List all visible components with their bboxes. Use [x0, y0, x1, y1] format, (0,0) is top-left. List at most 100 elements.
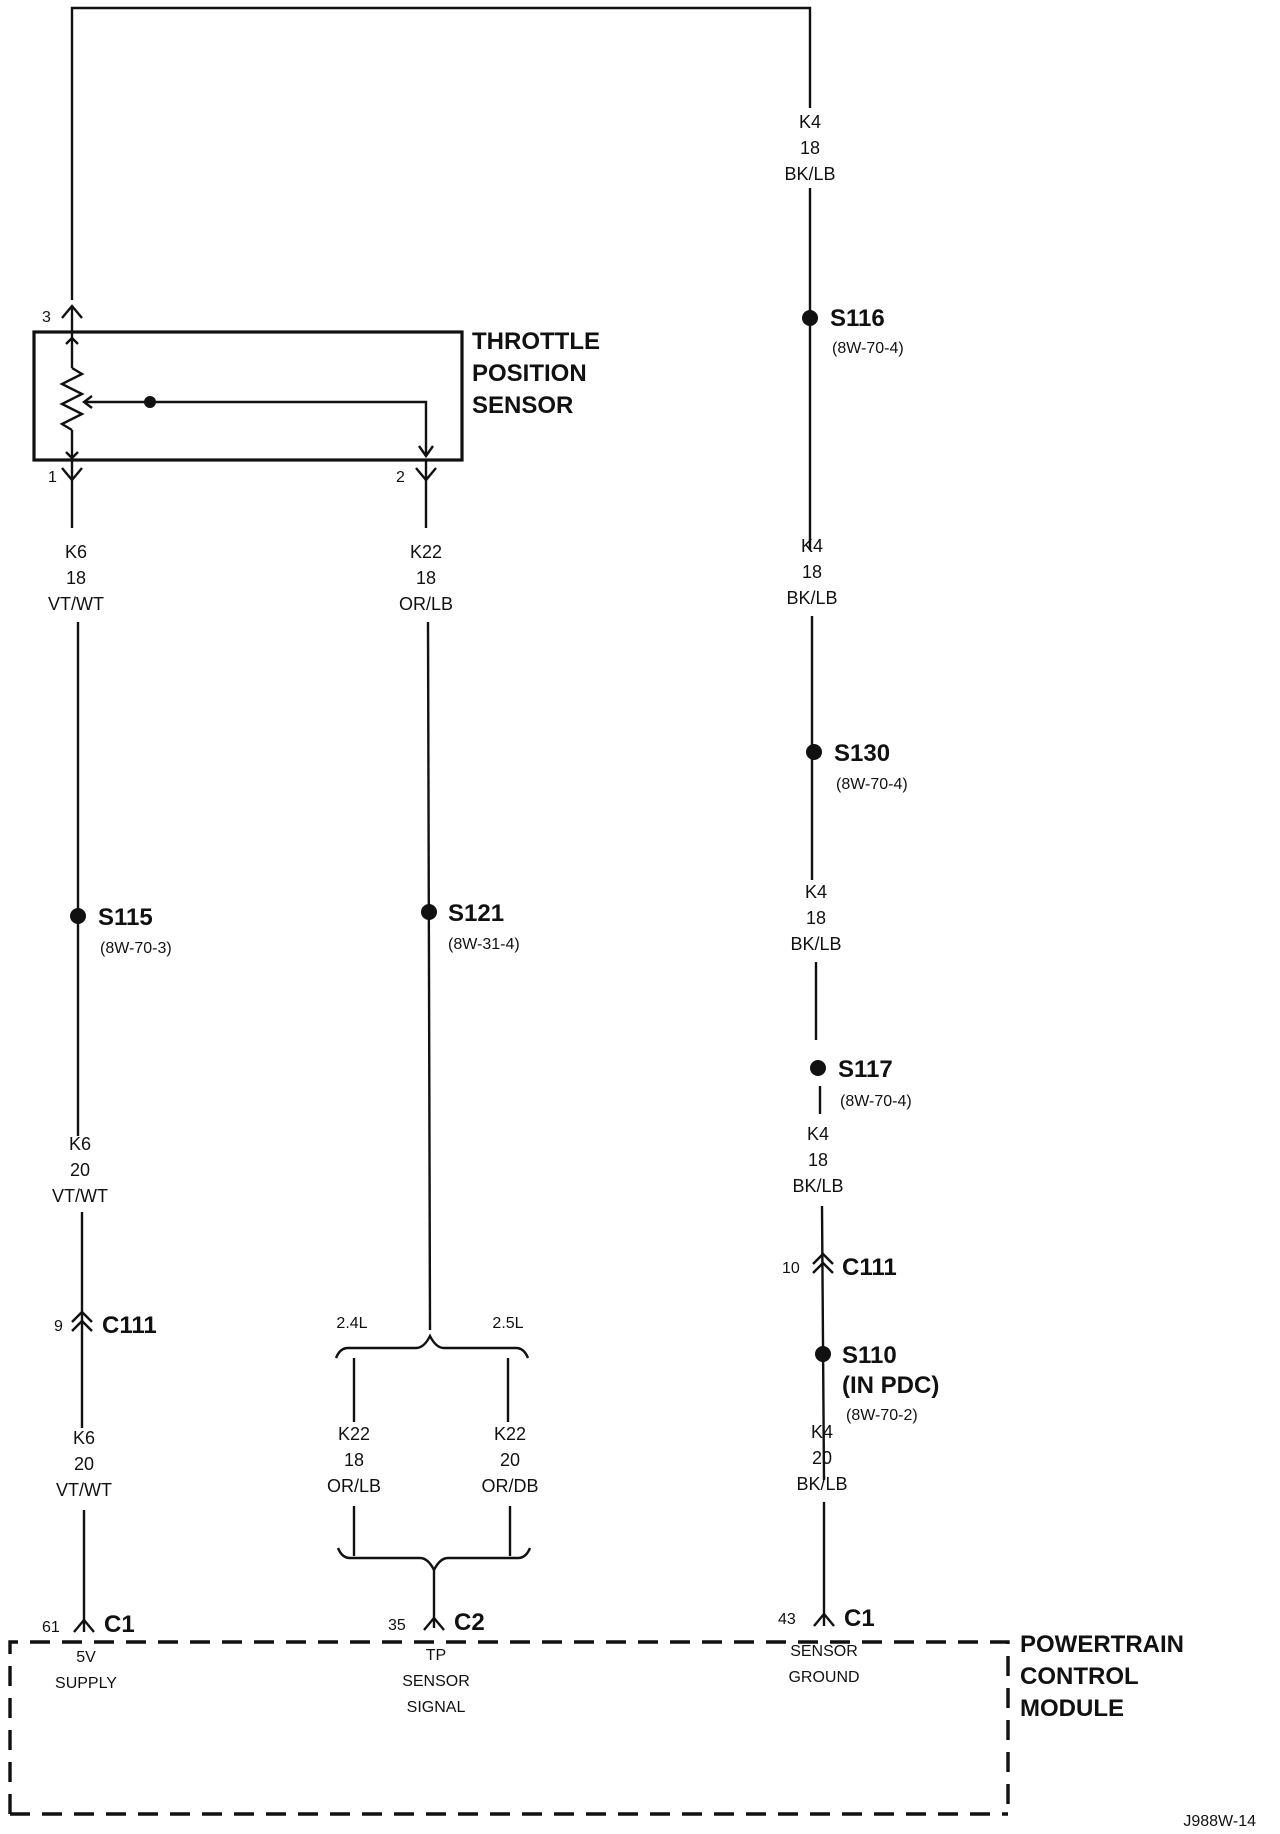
svg-text:18: 18: [66, 568, 86, 588]
svg-text:18: 18: [344, 1450, 364, 1470]
splice-s117-icon: [810, 1060, 826, 1076]
tps-pin-2-label: 2: [396, 469, 405, 486]
splice-s110-icon: [815, 1346, 831, 1362]
c111-right-label: C111: [842, 1254, 897, 1281]
splice-s130-icon: [806, 744, 822, 760]
splice-s116-label: S116: [830, 305, 885, 332]
tps-pin-1-label: 1: [48, 469, 57, 486]
splice-s130-ref: (8W-70-4): [836, 776, 908, 793]
svg-text:K22: K22: [338, 1424, 370, 1444]
pcm-c2-label: C2: [454, 1609, 485, 1636]
pcm-sensor-label: SENSOR: [402, 1673, 470, 1690]
middle-wire-1-label: K22 18 OR/LB: [399, 542, 453, 614]
throttle-position-sensor-box: [32, 330, 464, 462]
c111-right-pin-label: 10: [782, 1260, 800, 1277]
svg-text:18: 18: [802, 562, 822, 582]
svg-text:K4: K4: [807, 1124, 829, 1144]
svg-text:18: 18: [808, 1150, 828, 1170]
pcm-pin-35-label: 35: [388, 1617, 406, 1634]
svg-text:18: 18: [806, 908, 826, 928]
svg-text:MODULE: MODULE: [1020, 1695, 1124, 1722]
powertrain-control-module-title: POWERTRAIN CONTROL MODULE: [1020, 1631, 1184, 1722]
c111-left-pin-label: 9: [54, 1318, 63, 1335]
svg-text:POSITION: POSITION: [472, 360, 587, 387]
pcm-pin-35-connector-icon: [423, 1616, 445, 1631]
potentiometer-icon: [59, 332, 434, 460]
splice-s115-icon: [70, 908, 86, 924]
splice-s121-icon: [421, 904, 437, 920]
svg-text:BK/LB: BK/LB: [792, 1176, 843, 1196]
splice-s121-ref: (8W-31-4): [448, 936, 520, 953]
splice-s115-ref: (8W-70-3): [100, 940, 172, 957]
c111-left-connector-icon: [71, 1310, 93, 1332]
svg-text:VT/WT: VT/WT: [56, 1480, 112, 1500]
svg-text:K4: K4: [811, 1422, 833, 1442]
splice-s117-ref: (8W-70-4): [840, 1093, 912, 1110]
splice-s130-label: S130: [834, 740, 890, 767]
svg-text:20: 20: [812, 1448, 832, 1468]
svg-text:BK/LB: BK/LB: [786, 588, 837, 608]
pcm-pin-43-connector-icon: [813, 1612, 835, 1627]
pcm-signal-label: SIGNAL: [407, 1699, 466, 1716]
splice-s115-label: S115: [98, 904, 153, 931]
option-2-5l-label: 2.5L: [492, 1315, 523, 1332]
svg-text:OR/LB: OR/LB: [399, 594, 453, 614]
svg-text:18: 18: [416, 568, 436, 588]
splice-s117-label: S117: [838, 1056, 893, 1083]
pcm-pin-61-connector-icon: [73, 1618, 95, 1633]
left-wire-3-label: K6 20 VT/WT: [56, 1428, 112, 1500]
svg-text:OR/DB: OR/DB: [481, 1476, 538, 1496]
tps-pin-3-label: 3: [42, 309, 51, 326]
svg-text:BK/LB: BK/LB: [796, 1474, 847, 1494]
svg-text:20: 20: [74, 1454, 94, 1474]
svg-text:SENSOR: SENSOR: [472, 392, 573, 419]
splice-s110-label: S110: [842, 1342, 897, 1369]
pcm-c1-right-label: C1: [844, 1605, 875, 1632]
pcm-5v-label: 5V: [76, 1649, 96, 1666]
middle-wire-right-label: K22 20 OR/DB: [481, 1424, 538, 1496]
svg-text:OR/LB: OR/LB: [327, 1476, 381, 1496]
right-wire-3-label: K4 18 BK/LB: [792, 1124, 843, 1196]
svg-text:K22: K22: [494, 1424, 526, 1444]
svg-text:BK/LB: BK/LB: [790, 934, 841, 954]
splice-s116-icon: [802, 310, 818, 326]
svg-text:20: 20: [70, 1160, 90, 1180]
splice-s121-label: S121: [448, 900, 504, 927]
splice-s116-ref: (8W-70-4): [832, 340, 904, 357]
svg-text:18: 18: [800, 138, 820, 158]
pcm-c1-left-label: C1: [104, 1611, 135, 1638]
svg-text:CONTROL: CONTROL: [1020, 1663, 1139, 1690]
option-2-4l-label: 2.4L: [336, 1315, 367, 1332]
top-loop-wire: [70, 6, 812, 300]
svg-text:K6: K6: [69, 1134, 91, 1154]
pcm-supply-label: SUPPLY: [55, 1675, 117, 1692]
svg-text:POWERTRAIN: POWERTRAIN: [1020, 1631, 1184, 1658]
pcm-sensor-ground-label-2: GROUND: [788, 1669, 859, 1686]
pcm-sensor-ground-label-1: SENSOR: [790, 1643, 858, 1660]
c111-left-label: C111: [102, 1312, 157, 1339]
svg-text:VT/WT: VT/WT: [52, 1186, 108, 1206]
svg-text:BK/LB: BK/LB: [784, 164, 835, 184]
top-wire-label: K4 18 BK/LB: [784, 112, 835, 184]
option-split-top-bracket: [334, 1333, 530, 1359]
svg-text:K4: K4: [801, 536, 823, 556]
right-wire-1-label: K4 18 BK/LB: [786, 536, 837, 608]
c111-right-connector-icon: [812, 1252, 834, 1274]
left-wire-2-label: K6 20 VT/WT: [52, 1134, 108, 1206]
svg-text:K6: K6: [73, 1428, 95, 1448]
left-wire-1-label: K6 18 VT/WT: [48, 542, 104, 614]
right-wire-2-label: K4 18 BK/LB: [790, 882, 841, 954]
option-merge-bottom-bracket: [336, 1547, 532, 1573]
splice-s110-sub-label: (IN PDC): [842, 1372, 939, 1399]
svg-text:K6: K6: [65, 542, 87, 562]
powertrain-control-module-box: [8, 1640, 1010, 1814]
pcm-pin-61-label: 61: [42, 1619, 60, 1636]
svg-text:K22: K22: [410, 542, 442, 562]
pcm-pin-43-label: 43: [778, 1611, 796, 1628]
diagram-code: J988W-14: [1183, 1813, 1256, 1830]
svg-text:VT/WT: VT/WT: [48, 594, 104, 614]
splice-s110-ref: (8W-70-2): [846, 1407, 918, 1424]
svg-text:K4: K4: [805, 882, 827, 902]
svg-text:K4: K4: [799, 112, 821, 132]
